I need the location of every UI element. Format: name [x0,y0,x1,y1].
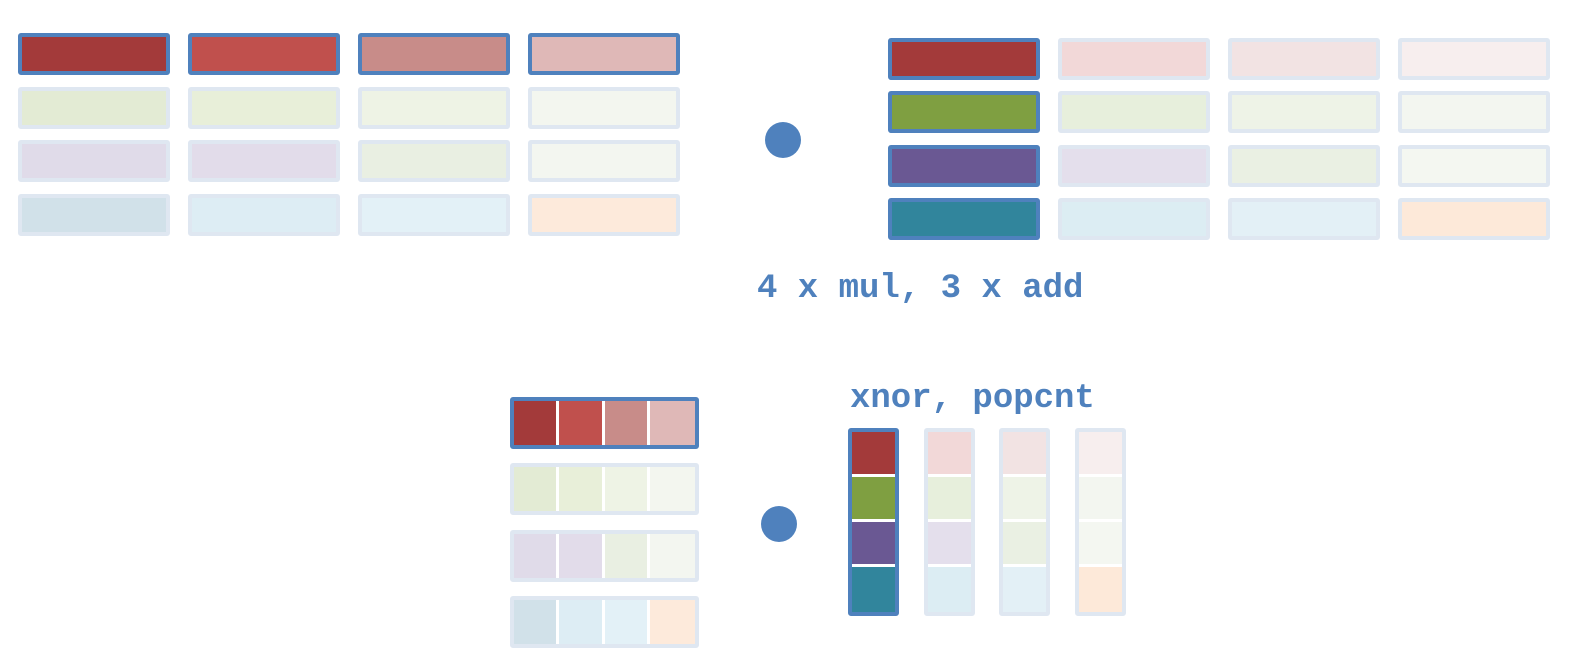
packed-column [924,428,975,616]
packed-row [510,596,699,648]
matrix-cell [358,87,510,129]
matrix-cell [1058,91,1210,133]
matrix-cell [358,33,510,75]
packed-column [848,428,899,616]
packed-cell [604,467,647,511]
float-op-caption: 4 x mul, 3 x add [757,270,1084,308]
packed-cell [1079,477,1122,519]
matrix-cell [1058,38,1210,80]
packed-cell [1003,432,1046,474]
matrix-cell [1228,91,1380,133]
matrix-cell [1228,38,1380,80]
dot-operator-top [765,122,801,158]
matrix-cell [1228,145,1380,187]
matrix-cell [528,87,680,129]
packed-cell [1079,567,1122,612]
binary-op-caption: xnor, popcnt [850,380,1095,418]
packed-cell [514,467,557,511]
matrix-cell [1398,145,1550,187]
matrix-cell [188,194,340,236]
packed-cell [604,600,647,644]
matrix-cell [18,33,170,75]
packed-cell [649,467,695,511]
packed-cell [604,534,647,578]
packed-column [1075,428,1126,616]
packed-cell [649,401,695,445]
matrix-cell [888,198,1040,240]
matrix-cell [528,194,680,236]
matrix-cell [358,194,510,236]
packed-column [999,428,1050,616]
packed-cell [852,432,895,474]
packed-cell [559,534,602,578]
packed-cell [928,522,971,564]
packed-row [510,463,699,515]
matrix-cell [1398,91,1550,133]
matrix-cell [188,33,340,75]
packed-cell [1079,522,1122,564]
packed-cell [649,534,695,578]
packed-cell [514,600,557,644]
packed-row [510,530,699,582]
matrix-cell [1228,198,1380,240]
packed-cell [604,401,647,445]
matrix-cell [528,33,680,75]
packed-cell [559,600,602,644]
matrix-cell [888,145,1040,187]
matrix-cell [18,87,170,129]
packed-cell [514,534,557,578]
packed-cell [1003,567,1046,612]
matrix-cell [18,194,170,236]
packed-cell [559,467,602,511]
matrix-cell [18,140,170,182]
packed-cell [1003,522,1046,564]
packed-cell [852,477,895,519]
packed-cell [649,600,695,644]
matrix-cell [528,140,680,182]
packed-cell [852,567,895,612]
packed-cell [928,567,971,612]
matrix-cell [1398,198,1550,240]
matrix-cell [188,140,340,182]
packed-cell [928,477,971,519]
matrix-cell [1058,145,1210,187]
matrix-cell [888,38,1040,80]
packed-cell [559,401,602,445]
packed-cell [514,401,557,445]
matrix-cell [358,140,510,182]
matrix-cell [1058,198,1210,240]
matrix-cell [1398,38,1550,80]
matrix-cell [888,91,1040,133]
matrix-cell [188,87,340,129]
packed-cell [928,432,971,474]
packed-cell [852,522,895,564]
packed-cell [1003,477,1046,519]
packed-cell [1079,432,1122,474]
packed-row [510,397,699,449]
dot-operator-bottom [761,506,797,542]
